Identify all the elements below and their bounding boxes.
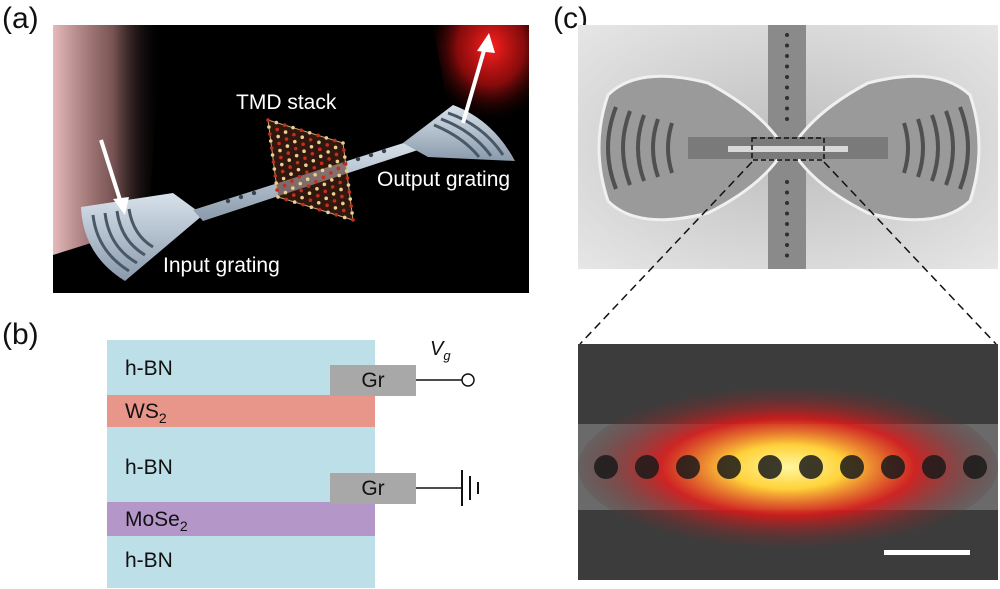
input-grating-label: Input grating bbox=[163, 254, 280, 277]
cavity-mode-field bbox=[578, 387, 998, 547]
left-grating-arcs bbox=[606, 106, 674, 190]
photonic-crystal-holes bbox=[594, 455, 987, 479]
panel-label-a: (a) bbox=[2, 2, 39, 35]
right-grating-arcs bbox=[902, 106, 970, 190]
nanobeam bbox=[728, 146, 848, 152]
panel-label-b: (b) bbox=[2, 318, 39, 351]
voltage-terminal-icon bbox=[461, 373, 475, 387]
vertical-hole-array bbox=[785, 33, 789, 258]
layer-label: h-BN bbox=[125, 357, 173, 380]
mode-profile-panel bbox=[578, 344, 998, 580]
input-arrow-icon bbox=[99, 139, 129, 215]
layer-label: h-BN bbox=[125, 456, 173, 479]
zoom-region-box bbox=[751, 137, 825, 161]
ground-icon bbox=[461, 470, 479, 506]
tmd-stack-label: TMD stack bbox=[236, 91, 337, 114]
graphene-bottom-gate: Gr bbox=[330, 473, 416, 504]
layer-ws2: WS2 bbox=[107, 395, 375, 427]
gate-voltage-label: Vg bbox=[430, 338, 451, 363]
output-grating-label: Output grating bbox=[377, 168, 511, 191]
layer-label: h-BN bbox=[125, 549, 173, 572]
device-schematic-illustration bbox=[53, 25, 529, 281]
layer-stack-panel: h-BN WS2 h-BN MoSe2 h-BN bbox=[107, 340, 375, 588]
device-schematic-panel: TMD stack Output grating Input grating bbox=[53, 25, 529, 293]
mode-profile-image bbox=[578, 344, 998, 580]
sem-image bbox=[578, 25, 998, 269]
output-arrow-icon bbox=[461, 33, 495, 124]
input-laser-beam bbox=[53, 25, 163, 255]
layer-label: MoSe2 bbox=[125, 508, 188, 535]
output-grating-shape bbox=[403, 105, 515, 161]
sem-image-panel bbox=[578, 25, 998, 269]
scale-bar bbox=[884, 550, 970, 555]
photonic-crystal-holes bbox=[225, 148, 387, 204]
tmd-stack-lattice bbox=[266, 118, 355, 222]
layer-label: WS2 bbox=[125, 400, 167, 427]
layer-hbn-bottom: h-BN bbox=[107, 536, 375, 588]
graphene-top-gate: Gr bbox=[330, 365, 416, 396]
layer-mose2: MoSe2 bbox=[107, 502, 375, 536]
